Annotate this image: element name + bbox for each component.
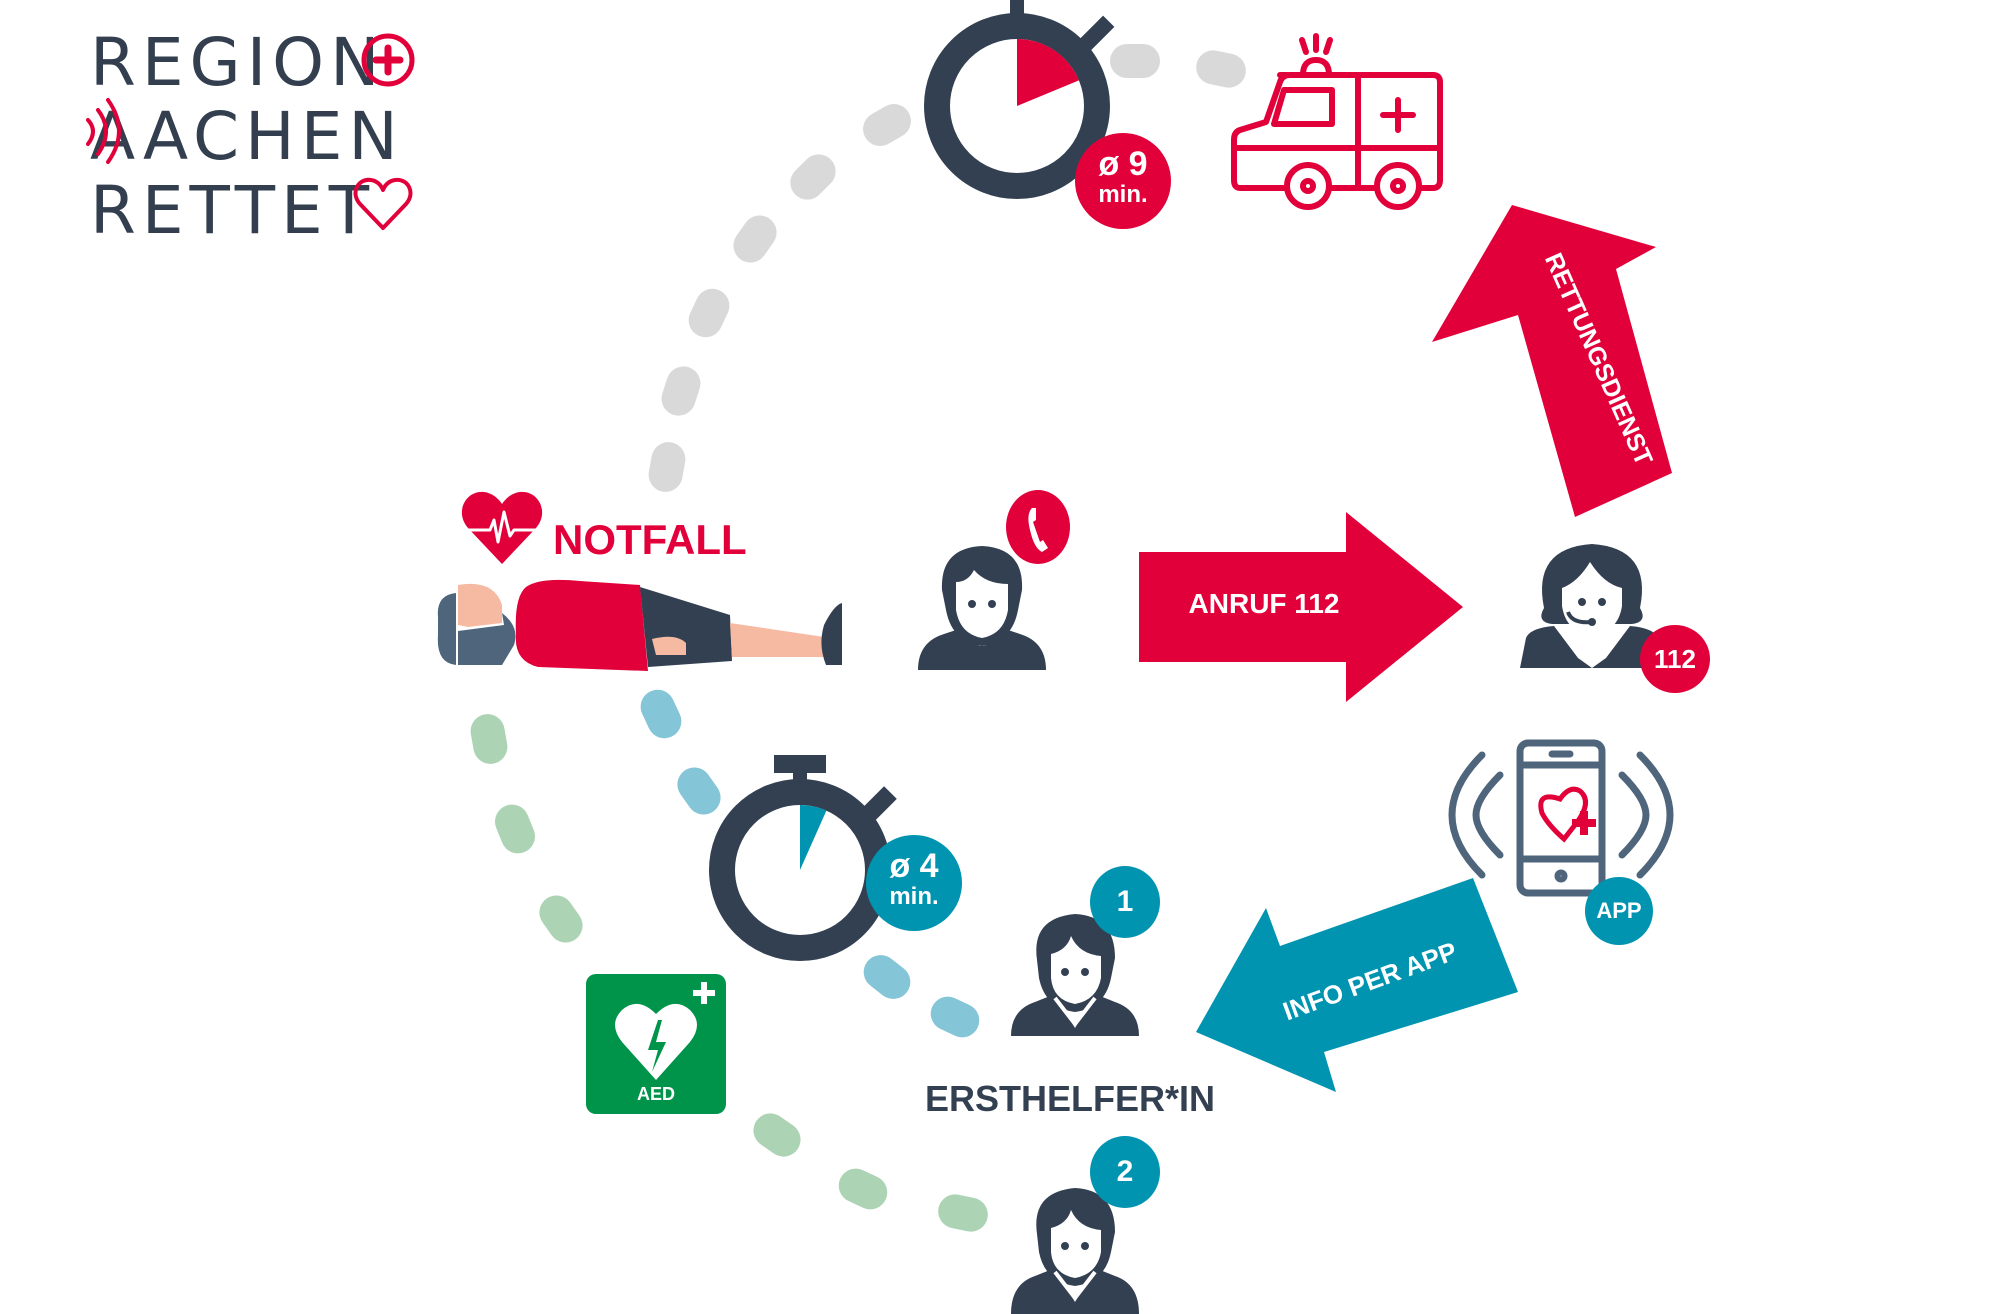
emergency-label: NOTFALL	[553, 516, 747, 563]
logo-line-rettet: RETTET	[90, 172, 376, 249]
avg-time-badge: ø 9 min.	[1075, 133, 1171, 229]
path-dot	[677, 767, 721, 815]
heart-outline-icon	[353, 177, 413, 230]
aed-heart-bolt-icon	[615, 982, 715, 1080]
app-badge: APP	[1585, 877, 1653, 945]
aed-sign: AED	[586, 974, 726, 1114]
path-dot	[1196, 50, 1246, 88]
signal-waves-icon	[86, 98, 121, 164]
call-112-arrow: ANRUF 112	[1139, 512, 1465, 702]
logo-line-aachen: AACHEN	[90, 98, 404, 175]
path-dot	[688, 288, 730, 338]
smartphone-vibrating-icon	[1448, 739, 1674, 897]
heart-pulse-icon	[461, 491, 543, 564]
path-dot	[1110, 44, 1160, 78]
avg-time-unit: min.	[1098, 181, 1148, 208]
timer-helper: ø 4 min.	[700, 745, 980, 985]
path-dot	[640, 689, 682, 739]
aed-label: AED	[636, 1084, 675, 1104]
path-dot	[930, 996, 980, 1038]
grey-dotted-path	[648, 44, 1246, 492]
elapsed-time-wedge	[1017, 39, 1079, 106]
path-dot	[661, 366, 701, 416]
dispatcher-112-badge: 112	[1640, 625, 1710, 693]
unconscious-person-icon	[437, 579, 842, 671]
phone-icon	[1028, 508, 1048, 552]
avg-time-unit: min.	[889, 883, 939, 910]
plus-circle-icon	[361, 33, 415, 87]
path-dot	[470, 714, 508, 764]
first-responder-icon	[1011, 914, 1139, 1036]
caller-person-icon	[918, 546, 1046, 670]
elapsed-time-wedge	[800, 805, 827, 870]
info-arrow-shape	[1196, 878, 1518, 1092]
rescue-arrow-shape	[1432, 205, 1672, 517]
blue-dotted-path	[640, 689, 980, 1038]
path-dot	[753, 1113, 801, 1157]
path-dot	[648, 442, 686, 492]
helper-1-badge: 1	[1090, 866, 1160, 938]
first-responder-icon	[1011, 1188, 1139, 1314]
phone-badge	[1006, 490, 1070, 564]
call-arrow-shape	[1139, 512, 1463, 702]
call-arrow-label: ANRUF 112	[1188, 588, 1340, 619]
stopwatch-icon	[924, 0, 1115, 199]
logo-line-region: REGION	[90, 24, 386, 101]
ambulance-icon	[1231, 33, 1443, 210]
first-responder-label: ERSTHELFER*IN	[924, 1078, 1216, 1119]
path-dot	[790, 154, 836, 200]
path-dot	[495, 804, 535, 854]
info-per-app-arrow: INFO PER APP	[1190, 870, 1530, 1100]
avg-time-value: ø 4	[889, 847, 939, 885]
rescue-service-arrow: RETTUNGSDIENST	[1420, 205, 1700, 525]
green-dotted-path	[470, 714, 988, 1232]
path-dot	[938, 1194, 988, 1232]
path-dot	[539, 895, 583, 943]
path-dot	[863, 955, 911, 999]
timer-ambulance: ø 9 min.	[920, 0, 1180, 240]
avg-time-badge: ø 4 min.	[866, 835, 962, 931]
avg-time-value: ø 9	[1098, 145, 1148, 183]
path-dot	[838, 1168, 888, 1210]
dispatcher-headset-icon	[1520, 544, 1664, 668]
path-dot	[863, 104, 911, 146]
helper-2-badge: 2	[1090, 1136, 1160, 1208]
path-dot	[733, 215, 777, 263]
